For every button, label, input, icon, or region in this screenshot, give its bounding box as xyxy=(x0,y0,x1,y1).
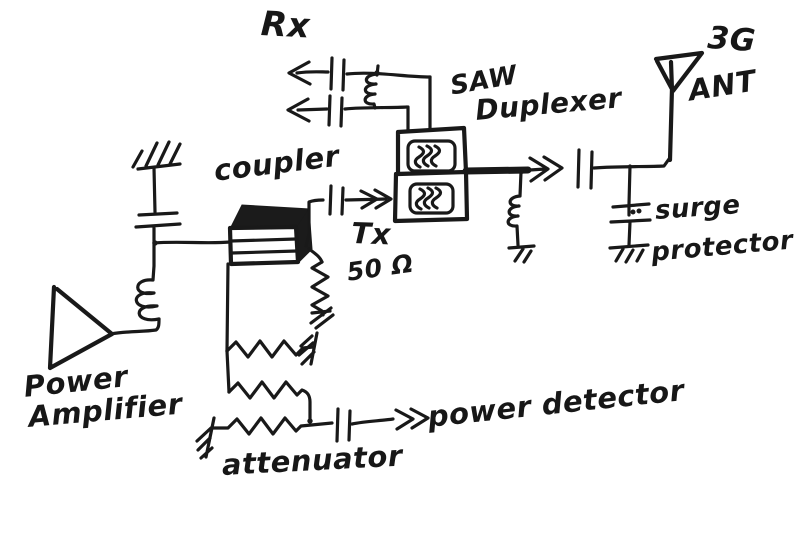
left-arrowheads-icon xyxy=(286,60,312,123)
antenna-symbol xyxy=(653,50,705,163)
rx-port-stubs xyxy=(406,75,432,132)
wire xyxy=(109,317,161,336)
capacitor-icon xyxy=(576,148,594,190)
coupled-port-wire xyxy=(225,262,230,353)
ground-icon xyxy=(309,306,335,330)
attenuator-network-symbol xyxy=(195,262,430,460)
band-3g-label: 3G xyxy=(706,20,757,60)
junction-dot xyxy=(307,418,313,424)
resistor-1-icon xyxy=(225,339,315,359)
spark-gap-dot xyxy=(630,209,636,215)
amplifier-triangle-icon xyxy=(47,284,115,371)
ground-icon xyxy=(131,140,182,171)
directional-coupler-symbol xyxy=(227,204,313,267)
coupler-top-face xyxy=(230,204,310,228)
surge-label: surge xyxy=(654,190,742,226)
ground-icon xyxy=(297,331,319,366)
wire xyxy=(307,247,324,264)
tx-path xyxy=(304,184,393,248)
capacitor-icon xyxy=(328,184,345,216)
tx-filter-inner-box xyxy=(408,182,455,215)
coupler-layer-lines xyxy=(229,237,299,255)
double-chevron-arrow-icon xyxy=(359,188,393,210)
saw-filter-squiggles-icon xyxy=(413,144,443,211)
capacitor-icon xyxy=(335,407,352,443)
ground-icon xyxy=(507,244,536,264)
double-chevron-arrow-icon xyxy=(394,407,430,431)
arrow-shaft xyxy=(344,197,388,202)
junction-dot xyxy=(374,70,380,76)
rx-lines xyxy=(286,56,432,128)
termination-50ohm-symbol xyxy=(307,247,335,330)
antenna-feed xyxy=(462,148,671,264)
rx-label: Rx xyxy=(259,4,312,47)
resistor-2-icon xyxy=(227,380,312,423)
antenna-icon xyxy=(653,50,705,163)
double-chevron-arrow-icon xyxy=(528,155,564,183)
rx-top-line-with-capacitor xyxy=(295,56,432,92)
spark-gap-icon xyxy=(609,164,652,247)
ground-icon xyxy=(608,243,650,264)
resistor-3-icon xyxy=(211,416,334,436)
arrow-shaft xyxy=(350,417,395,426)
wire-to-antenna xyxy=(592,157,671,170)
shunt-inductor-icon xyxy=(506,170,523,247)
junction-dot xyxy=(152,240,158,246)
capacitor-icon xyxy=(134,166,182,245)
choke-inductor-icon xyxy=(134,241,161,322)
junction-dots xyxy=(152,70,380,424)
rx-filter-inner-box xyxy=(406,139,457,173)
power-amplifier-symbol xyxy=(47,284,115,371)
coupler-front-face xyxy=(227,224,301,267)
resistor-icon xyxy=(310,260,330,317)
spark-gap-dot xyxy=(636,208,642,214)
wire xyxy=(225,349,231,394)
pa-output-wire xyxy=(109,240,232,336)
wire xyxy=(304,198,325,248)
junction-dot xyxy=(519,168,525,174)
rx-bottom-line-with-capacitor xyxy=(296,94,409,128)
ground-icon xyxy=(195,416,216,460)
surge-protector-symbol xyxy=(608,164,652,264)
pa-shunt-cap-ground xyxy=(131,140,182,245)
duplexer-output-thick-wire xyxy=(462,166,532,175)
wire-to-coupler xyxy=(152,240,232,245)
tx-label: Tx xyxy=(350,216,392,252)
